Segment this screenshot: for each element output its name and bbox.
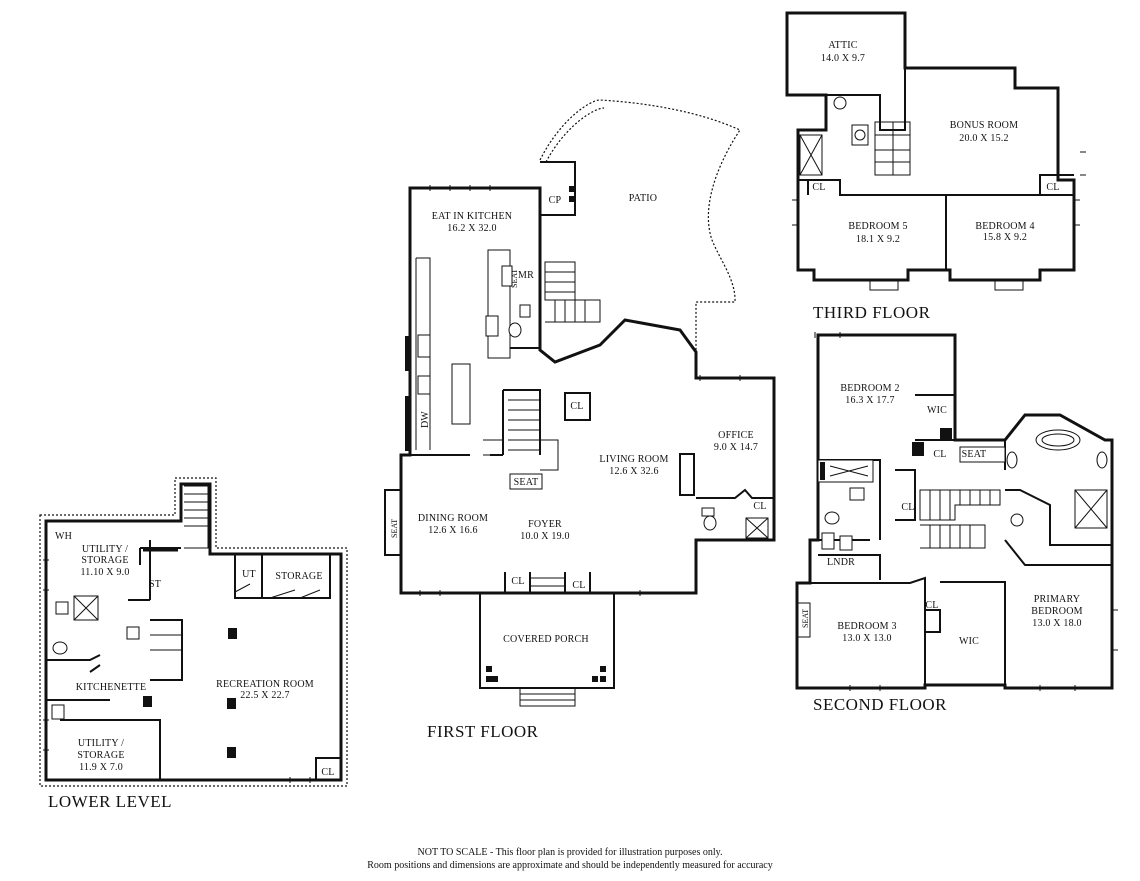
disclaimer-line-2: Room positions and dimensions are approx… <box>367 860 773 871</box>
third-closet-1-label: CL <box>812 182 826 193</box>
utility-storage-2-dimensions: 11.9 X 7.0 <box>79 762 123 773</box>
third-closet-2-label: CL <box>1046 182 1060 193</box>
attic-label: ATTIC <box>828 40 858 51</box>
st-label: ST <box>148 579 162 590</box>
third-floor-title: THIRD FLOOR <box>813 303 931 322</box>
mr-label: MR <box>518 270 534 281</box>
bonus-room-label: BONUS ROOM <box>949 120 1019 131</box>
dining-room-dimensions: 12.6 X 16.6 <box>428 525 478 536</box>
third-floor-plan <box>785 11 1086 291</box>
cp-label: CP <box>548 195 562 206</box>
laundry-label: LNDR <box>826 557 856 568</box>
ut-label: UT <box>242 569 256 580</box>
foyer-label: FOYER <box>528 519 562 530</box>
bedroom-3-seat-label: SEAT <box>801 608 810 628</box>
bedroom-3-dimensions: 13.0 X 13.0 <box>842 633 892 644</box>
office-dimensions: 9.0 X 14.7 <box>713 442 759 453</box>
second-floor-plan <box>795 332 1118 691</box>
dishwasher-label: DW <box>420 411 431 428</box>
second-floor-title: SECOND FLOOR <box>813 695 947 714</box>
bedroom-2-dimensions: 16.3 X 17.7 <box>845 395 895 406</box>
lower-level-plan <box>39 477 348 787</box>
bonus-room-dimensions: 20.0 X 15.2 <box>959 133 1009 144</box>
primary-wic-label: WIC <box>958 636 980 647</box>
office-label: OFFICE <box>718 430 754 441</box>
primary-bedroom-label: PRIMARY <box>1033 594 1081 605</box>
dining-room-label: DINING ROOM <box>417 513 489 524</box>
stair-seat-label: SEAT <box>513 477 539 488</box>
first-floor-title: FIRST FLOOR <box>427 722 539 741</box>
lower-level-title: LOWER LEVEL <box>48 792 172 811</box>
bedroom-3-label: BEDROOM 3 <box>837 621 897 632</box>
bedroom-5-label: BEDROOM 5 <box>848 221 908 232</box>
bedroom-2-closet-label: CL <box>933 449 947 460</box>
lower-closet-label: CL <box>321 767 335 778</box>
bedroom-2-wic-label: WIC <box>926 405 948 416</box>
bedroom-2-label: BEDROOM 2 <box>840 383 900 394</box>
utility-storage-1-label-2: STORAGE <box>81 555 129 566</box>
primary-bedroom-dimensions: 13.0 X 18.0 <box>1032 618 1082 629</box>
utility-storage-1-label: UTILITY / <box>81 544 129 555</box>
recreation-room-label: RECREATION ROOM <box>216 679 314 690</box>
kitchen-dimensions: 16.2 X 32.0 <box>447 223 497 234</box>
storage-label: STORAGE <box>275 571 323 582</box>
kitchenette-label: KITCHENETTE <box>75 682 147 693</box>
hall-seat-label: SEAT <box>961 449 987 460</box>
living-room-label: LIVING ROOM <box>599 454 669 465</box>
patio-label: PATIO <box>628 193 658 204</box>
dining-seat-label: SEAT <box>390 518 399 538</box>
primary-bedroom-label-2: BEDROOM <box>1031 606 1083 617</box>
hall-closet-label: CL <box>901 502 915 513</box>
bedroom-3-closet-label: CL <box>925 600 939 611</box>
attic-dimensions: 14.0 X 9.7 <box>820 53 866 64</box>
foyer-dimensions: 10.0 X 19.0 <box>520 531 570 542</box>
first-floor-plan <box>384 99 776 707</box>
living-closet-label: CL <box>570 401 584 412</box>
foyer-closet-1-label: CL <box>511 576 525 587</box>
covered-porch-label: COVERED PORCH <box>503 634 589 645</box>
utility-storage-2-label-2: STORAGE <box>77 750 125 761</box>
disclaimer-line-1: NOT TO SCALE - This floor plan is provid… <box>417 847 723 858</box>
office-closet-label: CL <box>753 501 767 512</box>
bedroom-4-dimensions: 15.8 X 9.2 <box>982 232 1028 243</box>
kitchen-seat-label: SEAT <box>510 268 519 288</box>
kitchen-label: EAT IN KITCHEN <box>431 211 513 222</box>
utility-storage-2-label: UTILITY / <box>77 738 125 749</box>
wh-label: WH <box>55 531 73 542</box>
bedroom-5-dimensions: 18.1 X 9.2 <box>855 234 901 245</box>
foyer-closet-2-label: CL <box>572 580 586 591</box>
utility-storage-1-dimensions: 11.10 X 9.0 <box>80 567 130 578</box>
bedroom-4-label: BEDROOM 4 <box>975 221 1035 232</box>
recreation-room-dimensions: 22.5 X 22.7 <box>240 690 290 701</box>
living-room-dimensions: 12.6 X 32.6 <box>609 466 659 477</box>
